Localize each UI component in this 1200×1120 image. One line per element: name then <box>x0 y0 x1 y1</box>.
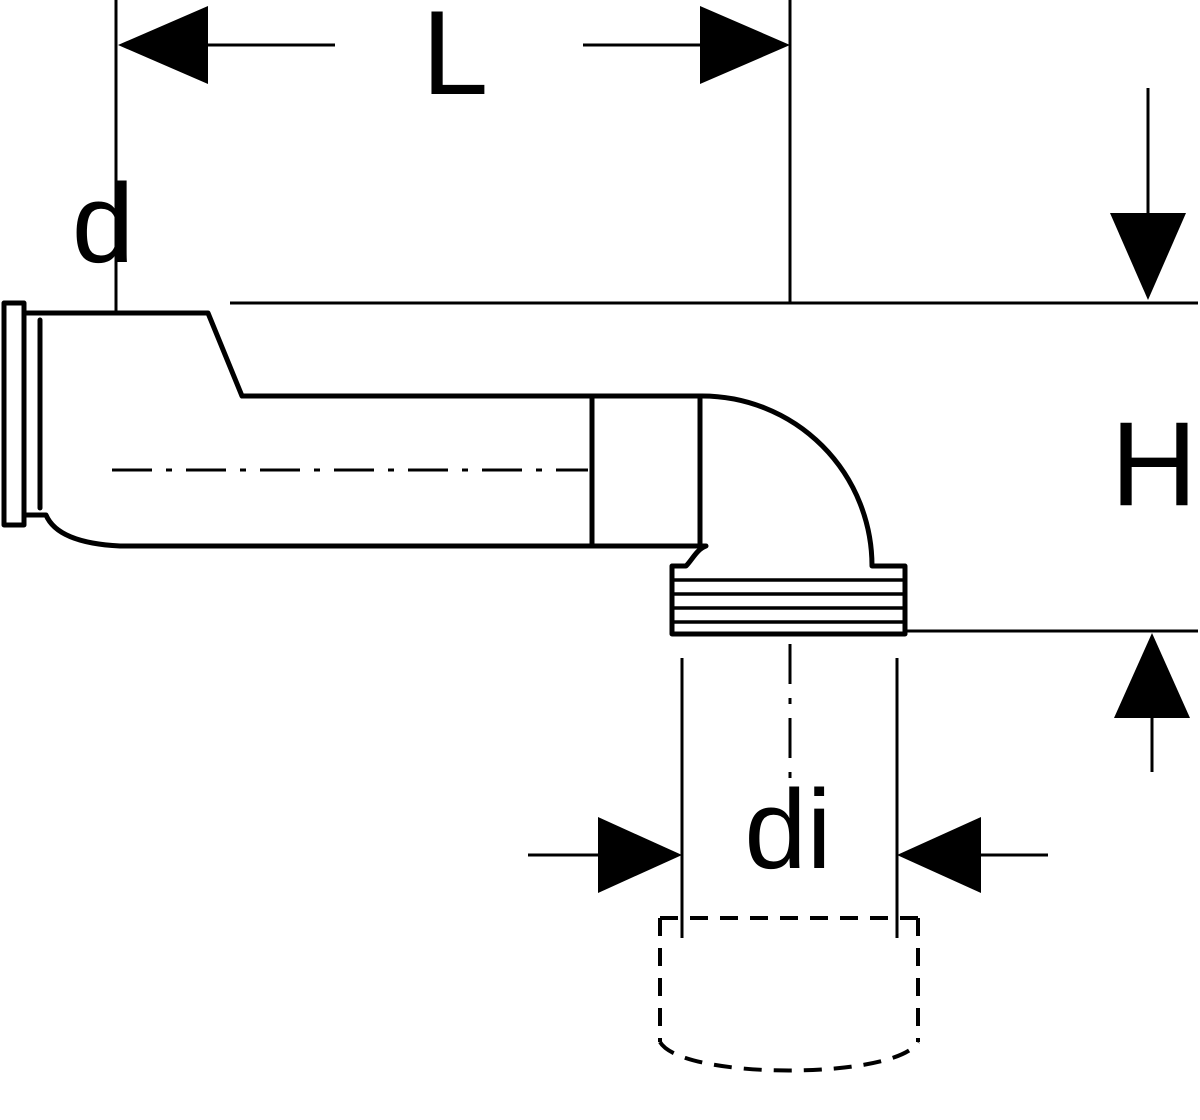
label-height: H <box>1111 397 1198 531</box>
arrowhead-H-top <box>1110 213 1186 300</box>
arrowhead-di-right <box>897 817 981 893</box>
arrowhead-H-bottom <box>1114 633 1190 718</box>
dashed-pipe-bottom-arc <box>658 1040 920 1073</box>
socket-lip <box>1 300 27 528</box>
fitting-body-outline <box>21 310 908 637</box>
label-length: L <box>422 0 489 120</box>
arrowhead-L-left <box>118 6 208 84</box>
label-inlet-diameter: d <box>72 161 134 286</box>
arrowhead-di-left <box>598 817 682 893</box>
arrowhead-L-right <box>700 6 790 84</box>
label-outlet-inner-diameter: di <box>744 767 831 892</box>
